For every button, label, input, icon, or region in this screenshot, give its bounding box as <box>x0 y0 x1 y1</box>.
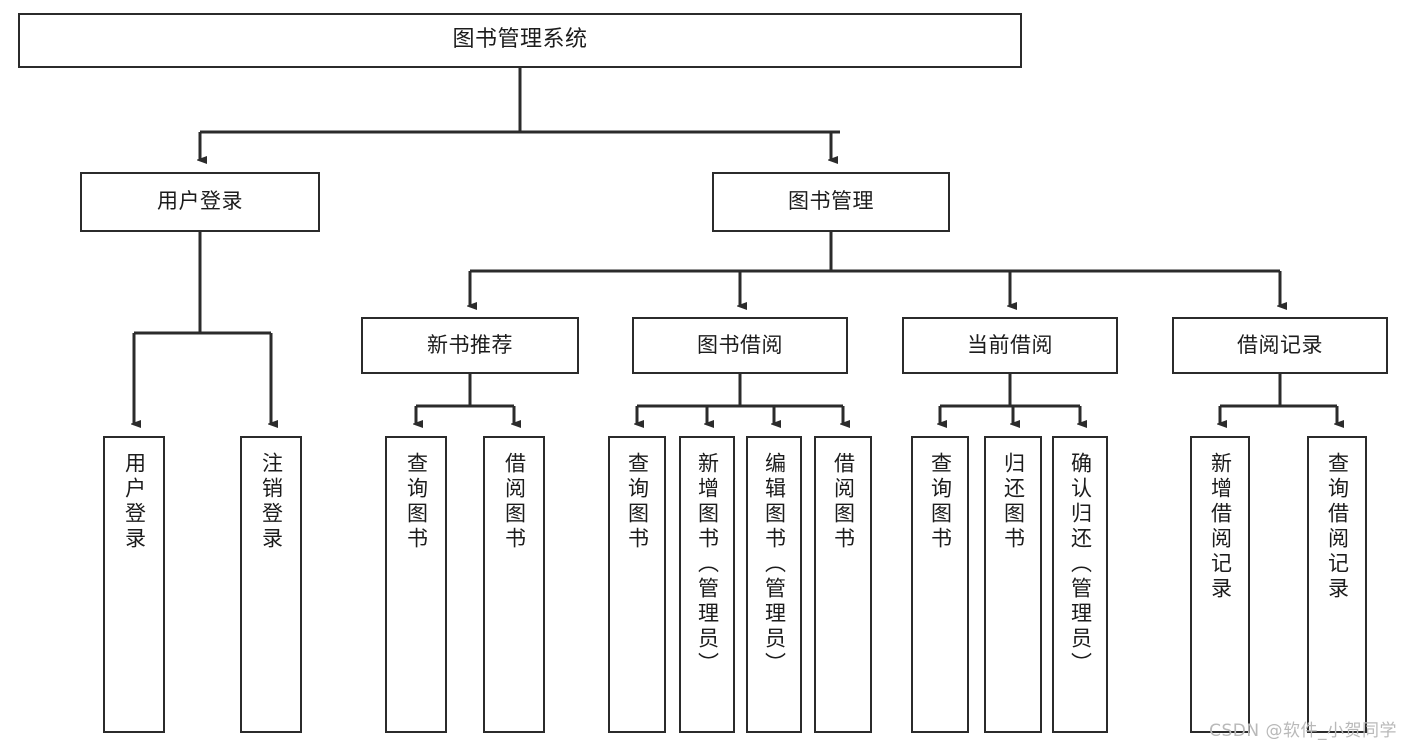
node-leaf-add-record[interactable]: 新增借阅记录 <box>1190 436 1250 733</box>
node-leaf-query-record[interactable]: 查询借阅记录 <box>1307 436 1367 733</box>
node-borrow-record[interactable]: 借阅记录 <box>1172 317 1388 374</box>
node-leaf-add-book[interactable]: 新增图书（管理员） <box>679 436 735 733</box>
node-user-login[interactable]: 用户登录 <box>80 172 320 232</box>
node-leaf-return-book[interactable]: 归还图书 <box>984 436 1042 733</box>
node-book-borrow[interactable]: 图书借阅 <box>632 317 848 374</box>
leaf-label: 借阅图书 <box>502 452 527 552</box>
leaf-label: 借阅图书 <box>831 452 856 552</box>
node-current-borrow[interactable]: 当前借阅 <box>902 317 1118 374</box>
node-leaf-user-login[interactable]: 用户登录 <box>103 436 165 733</box>
node-leaf-query-book-1[interactable]: 查询图书 <box>385 436 447 733</box>
node-leaf-logout[interactable]: 注销登录 <box>240 436 302 733</box>
node-root[interactable]: 图书管理系统 <box>18 13 1022 68</box>
leaf-label: 查询图书 <box>928 452 953 552</box>
leaf-label: 确认归还（管理员） <box>1068 452 1093 677</box>
leaf-label: 新增借阅记录 <box>1208 452 1233 602</box>
leaf-label: 用户登录 <box>122 452 147 552</box>
leaf-label: 查询图书 <box>404 452 429 552</box>
node-book-manage[interactable]: 图书管理 <box>712 172 950 232</box>
node-new-book-rec[interactable]: 新书推荐 <box>361 317 579 374</box>
leaf-label: 查询图书 <box>625 452 650 552</box>
leaf-label: 归还图书 <box>1001 452 1026 552</box>
leaf-label: 注销登录 <box>259 452 284 552</box>
node-leaf-confirm-return[interactable]: 确认归还（管理员） <box>1052 436 1108 733</box>
node-leaf-query-book-2[interactable]: 查询图书 <box>608 436 666 733</box>
leaf-label: 编辑图书（管理员） <box>762 452 787 677</box>
leaf-label: 新增图书（管理员） <box>695 452 720 677</box>
node-leaf-query-book-3[interactable]: 查询图书 <box>911 436 969 733</box>
node-leaf-borrow-book-1[interactable]: 借阅图书 <box>483 436 545 733</box>
node-leaf-borrow-book-2[interactable]: 借阅图书 <box>814 436 872 733</box>
node-leaf-edit-book[interactable]: 编辑图书（管理员） <box>746 436 802 733</box>
leaf-label: 查询借阅记录 <box>1325 452 1350 602</box>
watermark-text: CSDN @软件_小贺同学 <box>1209 721 1397 741</box>
